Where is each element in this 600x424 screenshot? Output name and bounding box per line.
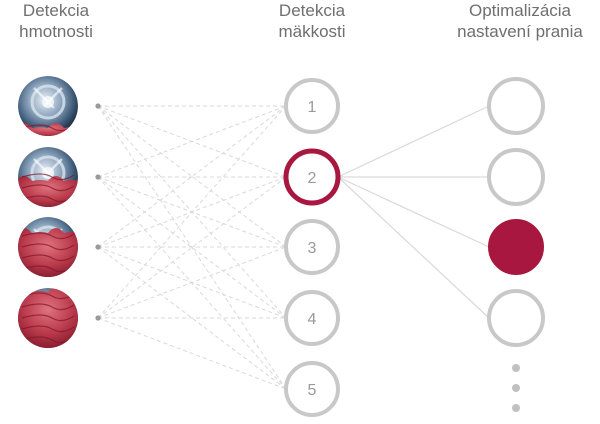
- output-connector-line: [337, 176, 490, 248]
- more-ellipsis-icon: [512, 364, 520, 412]
- column-title-softness-detection: Detekcia mäkkosti: [278, 1, 346, 41]
- input-connector-line: [97, 246, 287, 390]
- input-connector-line: [97, 317, 287, 390]
- softness-node-label: 5: [308, 382, 317, 399]
- load-image-half-load: [18, 147, 78, 207]
- softness-node-label: 3: [308, 240, 317, 257]
- output-connector-lines: [337, 105, 490, 319]
- output-node: [487, 77, 545, 135]
- load-level-images: [18, 76, 78, 348]
- output-connector-line: [337, 105, 490, 178]
- input-connector-line: [97, 105, 287, 319]
- softness-node-4: 4: [284, 290, 340, 346]
- load-image-high-load: [18, 217, 78, 277]
- softness-node-label: 2: [308, 170, 317, 187]
- input-connector-lines: [97, 105, 287, 390]
- output-connector-line: [337, 176, 490, 319]
- column-title-weight-detection: Detekcia hmotnosti: [19, 1, 93, 41]
- softness-node-5: 5: [284, 361, 340, 417]
- input-connection-dots: [95, 103, 101, 321]
- input-dot: [95, 315, 101, 321]
- output-node: [487, 148, 545, 206]
- output-node: [487, 289, 545, 347]
- load-image-empty-drum: [18, 76, 78, 136]
- output-node-selected: [488, 219, 544, 275]
- column-title-wash-optimization: Optimalizácia nastavení prania: [457, 1, 583, 41]
- input-dot: [95, 103, 101, 109]
- softness-node-label: 1: [308, 99, 317, 116]
- softness-node-1: 1: [284, 78, 340, 134]
- input-connector-line: [97, 105, 287, 178]
- input-dot: [95, 174, 101, 180]
- input-dot: [95, 244, 101, 250]
- output-nodes: [487, 77, 545, 347]
- input-connector-line: [97, 246, 287, 319]
- softness-node-2: 2: [283, 148, 341, 206]
- softness-node-3: 3: [284, 219, 340, 275]
- softness-node-label: 4: [308, 311, 317, 328]
- softness-nodes: 1 2 3 4 5: [283, 78, 341, 417]
- load-image-full-load: [18, 288, 78, 348]
